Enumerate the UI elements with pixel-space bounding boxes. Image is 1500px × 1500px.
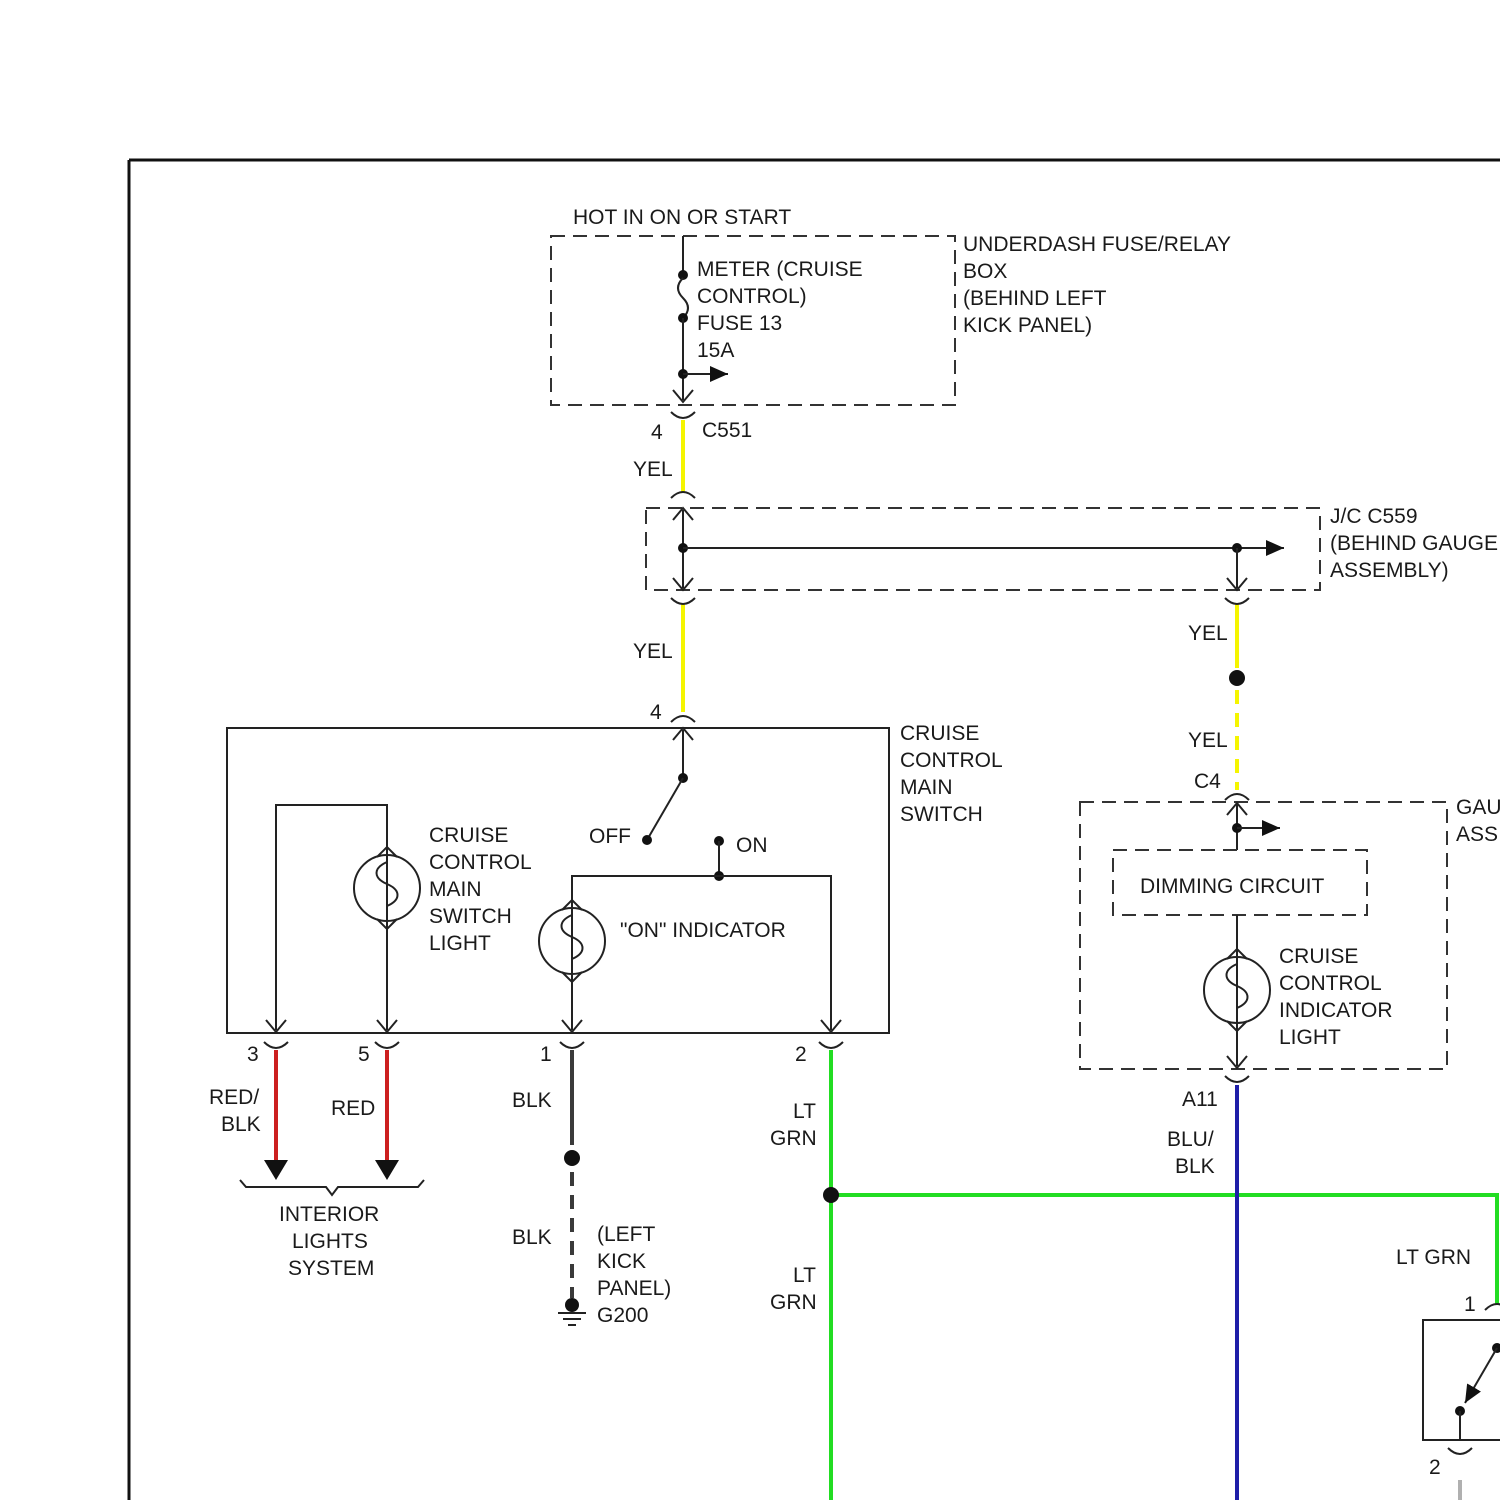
label-ground-1: (LEFT [597, 1223, 656, 1246]
label-fuse-2: CONTROL) [697, 285, 807, 308]
label-fuse-1: METER (CRUISE [697, 258, 863, 281]
label-hot-in-on: HOT IN ON OR START [573, 206, 791, 229]
label-red: RED [331, 1097, 375, 1120]
label-sw-light-5: LIGHT [429, 932, 491, 955]
label-fuse-3: FUSE 13 [697, 312, 782, 335]
label-ind-light-2: CONTROL [1279, 972, 1382, 995]
label-switch-pin4: 4 [650, 701, 662, 724]
label-ltgrn-1b: GRN [770, 1127, 817, 1150]
gauge-assembly [1080, 794, 1447, 1082]
label-gauge-1: GAU [1456, 796, 1500, 819]
label-sw-light-1: CRUISE [429, 824, 508, 847]
label-main-switch-3: MAIN [900, 776, 953, 799]
label-sw-light-3: MAIN [429, 878, 482, 901]
label-right-pin1: 1 [1464, 1293, 1476, 1316]
label-pin1: 1 [540, 1043, 552, 1066]
label-c551: C551 [702, 419, 752, 442]
label-blu-blk-2: BLK [1175, 1155, 1215, 1178]
label-ground-4: G200 [597, 1304, 648, 1327]
label-sw-light-4: SWITCH [429, 905, 512, 928]
splice-yel [1229, 670, 1245, 686]
splice-blk [564, 1150, 580, 1166]
label-jc-1: J/C C559 [1330, 505, 1418, 528]
label-jc-3: ASSEMBLY) [1330, 559, 1449, 582]
label-fusebox-1: UNDERDASH FUSE/RELAY [963, 233, 1231, 256]
label-yel-4: YEL [1188, 729, 1228, 752]
label-ind-light-3: INDICATOR [1279, 999, 1393, 1022]
label-ltgrn-2a: LT [793, 1264, 816, 1287]
label-dimming: DIMMING CIRCUIT [1140, 875, 1324, 898]
label-red-blk-1: RED/ [209, 1086, 259, 1109]
right-switch-box [1423, 1304, 1500, 1454]
label-c4: C4 [1194, 770, 1221, 793]
label-main-switch-2: CONTROL [900, 749, 1003, 772]
label-jc-2: (BEHIND GAUGE [1330, 532, 1498, 555]
label-fusebox-4: KICK PANEL) [963, 314, 1092, 337]
label-pin3: 3 [247, 1043, 259, 1066]
label-yel-2: YEL [633, 640, 673, 663]
label-main-switch-4: SWITCH [900, 803, 983, 826]
label-c551-pin: 4 [651, 421, 663, 444]
label-fuse-4: 15A [697, 339, 734, 362]
label-main-switch-1: CRUISE [900, 722, 979, 745]
label-on: ON [736, 834, 768, 857]
splice-ltgrn [823, 1187, 839, 1203]
label-blk-1: BLK [512, 1089, 552, 1112]
label-lt-grn-right: LT GRN [1396, 1246, 1471, 1269]
label-pin2: 2 [795, 1043, 807, 1066]
label-on-indicator: "ON" INDICATOR [620, 919, 786, 942]
label-red-blk-2: BLK [221, 1113, 261, 1136]
label-blk-2: BLK [512, 1226, 552, 1249]
cruise-control-main-switch [227, 716, 889, 1048]
label-interior-3: SYSTEM [288, 1257, 374, 1280]
label-ltgrn-2b: GRN [770, 1291, 817, 1314]
label-ltgrn-1a: LT [793, 1100, 816, 1123]
label-right-pin2: 2 [1429, 1456, 1441, 1479]
label-ind-light-4: LIGHT [1279, 1026, 1341, 1049]
label-interior-2: LIGHTS [292, 1230, 368, 1253]
label-yel-1: YEL [633, 458, 673, 481]
ground-g200 [558, 1298, 586, 1325]
label-gauge-2: ASS [1456, 823, 1498, 846]
label-yel-3: YEL [1188, 622, 1228, 645]
label-ground-3: PANEL) [597, 1277, 671, 1300]
label-off: OFF [589, 825, 631, 848]
label-fusebox-3: (BEHIND LEFT [963, 287, 1107, 310]
label-ind-light-1: CRUISE [1279, 945, 1358, 968]
label-pin5: 5 [358, 1043, 370, 1066]
label-blu-blk-1: BLU/ [1167, 1128, 1214, 1151]
label-a11: A11 [1182, 1088, 1218, 1111]
label-ground-2: KICK [597, 1250, 646, 1273]
connector-c551 [671, 412, 695, 418]
label-fusebox-2: BOX [963, 260, 1007, 283]
interior-lights-arrows [240, 1160, 424, 1195]
label-sw-light-2: CONTROL [429, 851, 532, 874]
label-interior-1: INTERIOR [279, 1203, 379, 1226]
junction-c559 [646, 492, 1320, 604]
